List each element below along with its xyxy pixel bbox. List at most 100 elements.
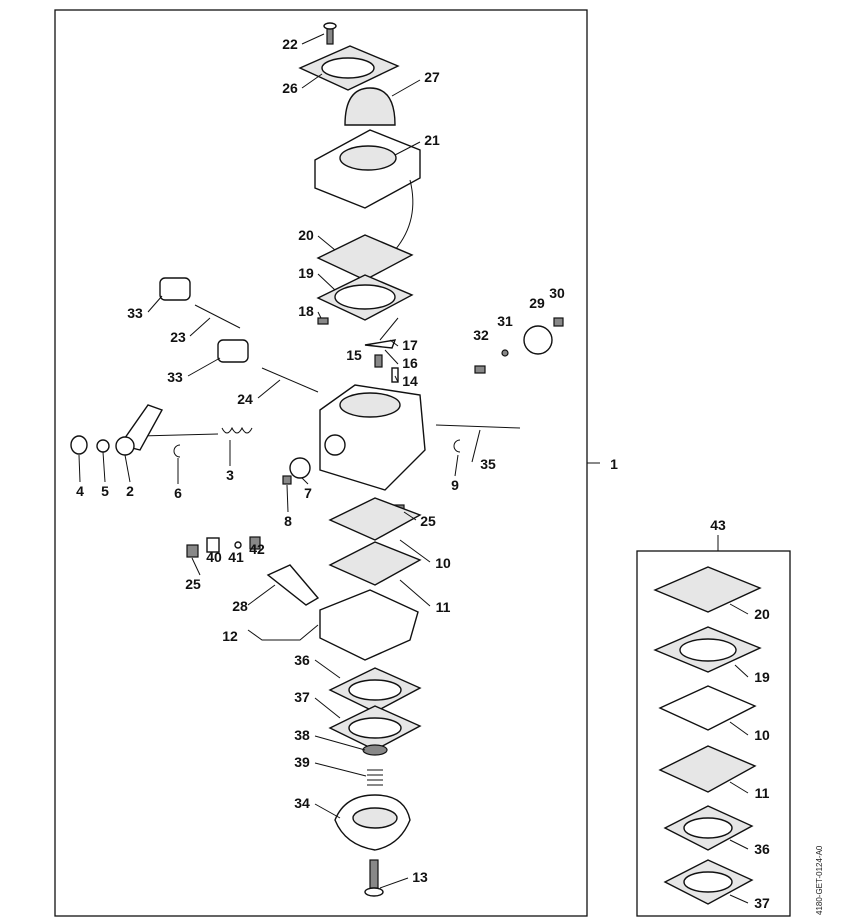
callout-main-assembly: 1 xyxy=(610,456,618,472)
pump-housing-34-chamber xyxy=(352,807,398,829)
callout: 15 xyxy=(346,347,362,363)
limiter-cap-33b xyxy=(217,339,249,363)
callout: 6 xyxy=(174,485,182,501)
spring-42 xyxy=(249,536,261,550)
callout: 13 xyxy=(412,869,428,885)
metering-body-12 xyxy=(319,589,419,661)
screw-8 xyxy=(282,475,292,485)
fuel-hose xyxy=(394,179,414,251)
callout: 21 xyxy=(424,132,440,148)
lever-16 xyxy=(364,339,397,349)
callout: 25 xyxy=(185,576,201,592)
kit-callout: 37 xyxy=(754,895,770,911)
callout: 20 xyxy=(298,227,314,243)
choke-shaft-2 xyxy=(139,433,219,437)
shutter-7 xyxy=(289,457,311,479)
kit-frame xyxy=(636,550,791,917)
adjusting-screw-24 xyxy=(261,367,319,393)
limiter-cap-33 xyxy=(159,277,191,301)
throttle-shutter-29 xyxy=(523,325,553,355)
callout: 32 xyxy=(473,327,489,343)
spring-3 xyxy=(221,426,253,434)
screw-30 xyxy=(553,317,564,327)
callout: 28 xyxy=(232,598,248,614)
spring-32 xyxy=(474,365,486,374)
callout: 23 xyxy=(170,329,186,345)
kit-callout: 19 xyxy=(754,669,770,685)
callout: 24 xyxy=(237,391,253,407)
screw-22 xyxy=(323,22,337,45)
callout-kit: 43 xyxy=(710,517,726,533)
callout: 12 xyxy=(222,628,238,644)
drawing-code: 4180-GET-0124-A0 xyxy=(815,845,824,915)
plug-40 xyxy=(206,537,220,553)
kit-callout: 10 xyxy=(754,727,770,743)
callout: 40 xyxy=(206,549,222,565)
callout: 25 xyxy=(420,513,436,529)
plug-25b xyxy=(186,544,199,558)
callout: 39 xyxy=(294,754,310,770)
gasket-19-hole xyxy=(334,284,396,310)
callout: 33 xyxy=(167,369,183,385)
leader-lines xyxy=(78,33,749,904)
choke-lever-hub xyxy=(115,436,135,456)
washer-5 xyxy=(96,439,110,453)
o-ring-41 xyxy=(234,541,242,549)
kit-gasket-19-hole xyxy=(679,638,737,662)
kit-diaphragm-37-hole xyxy=(683,871,733,893)
callout: 29 xyxy=(529,295,545,311)
gasket-11 xyxy=(328,541,422,586)
kit-diaphragm-20 xyxy=(653,566,762,613)
callout: 2 xyxy=(126,483,134,499)
disc-38 xyxy=(362,744,388,756)
diaphragm-10 xyxy=(328,497,422,541)
carburetor-bore xyxy=(324,434,346,456)
diaphragm-37-hole xyxy=(348,717,402,739)
throttle-shaft-35 xyxy=(435,424,521,429)
kit-callout: 20 xyxy=(754,606,770,622)
callout: 33 xyxy=(127,305,143,321)
circlip-9 xyxy=(453,439,461,453)
spring-15 xyxy=(374,354,383,368)
callout: 11 xyxy=(436,599,451,615)
bracket-12 xyxy=(247,624,319,641)
callout: 22 xyxy=(282,36,298,52)
screw-13 xyxy=(369,859,379,889)
kit-gasket-11 xyxy=(658,745,757,793)
kit-diaphragm-10 xyxy=(658,685,757,731)
nut-4 xyxy=(70,435,88,455)
callout: 4 xyxy=(76,483,84,499)
callout: 35 xyxy=(480,456,496,472)
gasket-36-hole xyxy=(348,679,402,701)
pump-cover-21-top xyxy=(339,145,397,171)
inlet-needle-14 xyxy=(391,367,399,383)
callout: 30 xyxy=(549,285,565,301)
adjusting-screw-23 xyxy=(194,304,241,329)
diaphragm-20 xyxy=(316,234,414,281)
callouts: 22 26 27 21 20 19 18 17 15 16 14 33 23 3… xyxy=(76,36,770,911)
kit-callout: 36 xyxy=(754,841,770,857)
fixed-jet-28 xyxy=(266,564,320,606)
screw-13-head xyxy=(364,887,384,897)
callout: 42 xyxy=(249,541,265,557)
callout: 26 xyxy=(282,80,298,96)
callout: 41 xyxy=(228,549,244,565)
pin-17 xyxy=(379,317,399,341)
callout: 10 xyxy=(435,555,451,571)
callout: 37 xyxy=(294,689,310,705)
callout: 34 xyxy=(294,795,310,811)
spring-39 xyxy=(367,769,383,786)
callout: 16 xyxy=(402,355,418,371)
circlip-6 xyxy=(173,444,181,458)
callout: 36 xyxy=(294,652,310,668)
purge-bulb-27 xyxy=(344,87,396,126)
gasket-26-hole xyxy=(321,57,375,79)
kit-gasket-36-hole xyxy=(683,817,733,839)
carburetor-chamber xyxy=(339,392,401,418)
callout: 38 xyxy=(294,727,310,743)
screw-18 xyxy=(317,317,329,325)
callout: 31 xyxy=(497,313,513,329)
callout: 17 xyxy=(402,337,418,353)
callout: 5 xyxy=(101,483,109,499)
